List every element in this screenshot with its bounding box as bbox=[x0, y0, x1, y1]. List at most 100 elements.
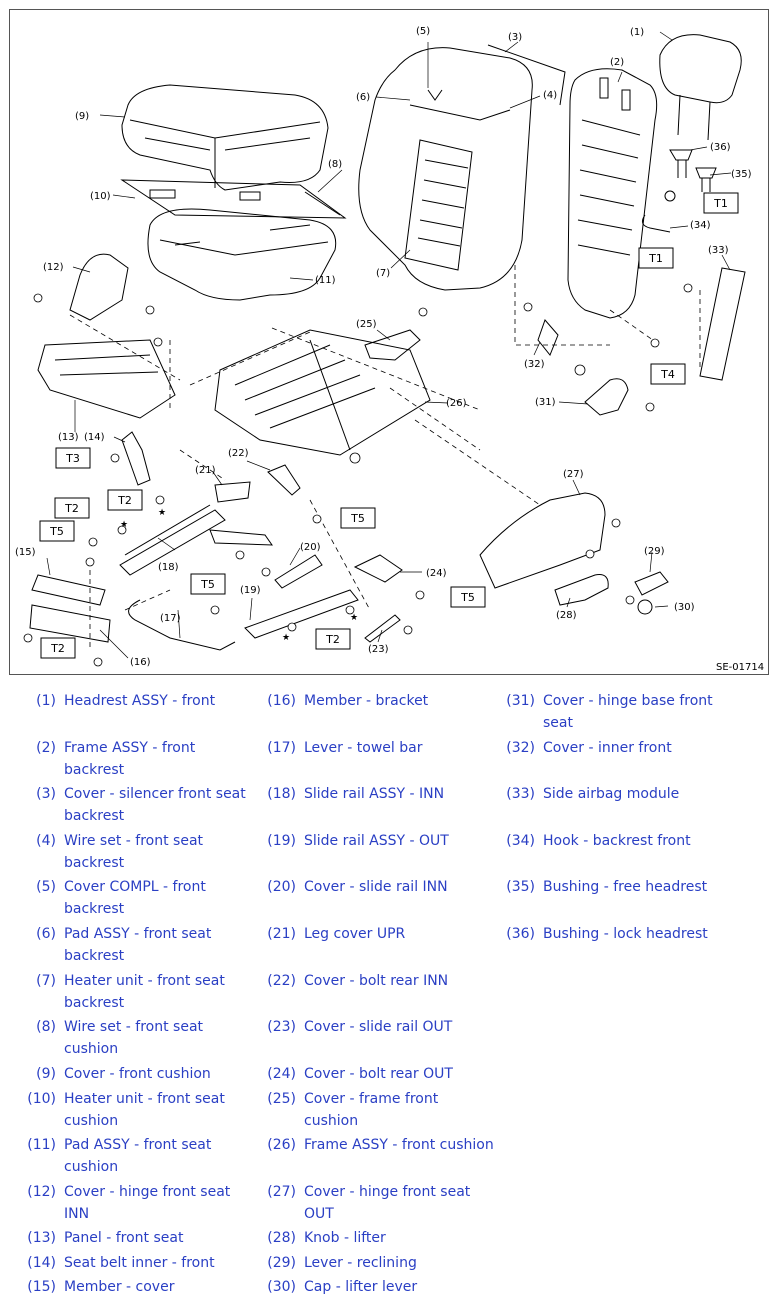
legend-item-line: Cover - inner front bbox=[543, 740, 672, 756]
legend-item-number: (8) bbox=[36, 1019, 56, 1035]
legend-item-line: Panel - front seat bbox=[64, 1230, 184, 1246]
legend-item-line: Cover - silencer front seat bbox=[64, 786, 246, 802]
legend-item-line: Member - cover bbox=[64, 1279, 175, 1295]
legend-item-number: (34) bbox=[506, 833, 535, 849]
callout-11: (11) bbox=[315, 275, 336, 286]
legend-item-line: Lever - reclining bbox=[304, 1255, 417, 1271]
figure-code: SE-01714 bbox=[716, 662, 764, 673]
legend-item-line: Cover - slide rail OUT bbox=[304, 1019, 453, 1035]
callout-19: (19) bbox=[240, 585, 261, 596]
legend-item-number: (22) bbox=[267, 973, 296, 989]
legend-item-line: cushion bbox=[64, 1041, 119, 1057]
legend-item-line: Bushing - free headrest bbox=[543, 879, 708, 895]
hinge-out-part bbox=[479, 492, 606, 589]
legend-item-line: Pad ASSY - front seat bbox=[64, 1137, 212, 1153]
cushion-frame-part bbox=[214, 329, 431, 456]
legend-item-number: (9) bbox=[36, 1066, 56, 1082]
callout-34: (34) bbox=[690, 220, 711, 231]
legend-item-line: Cap - lifter lever bbox=[304, 1279, 418, 1295]
legend-item-line: Cover - hinge base front bbox=[543, 693, 713, 709]
legend-item-number: (13) bbox=[27, 1230, 56, 1246]
legend-item-number: (5) bbox=[36, 879, 56, 895]
legend-item-line: backrest bbox=[64, 808, 125, 824]
callout-27: (27) bbox=[563, 469, 584, 480]
legend-item-number: (19) bbox=[267, 833, 296, 849]
callout-16: (16) bbox=[130, 657, 151, 668]
legend-item-label: Cover - inner front bbox=[543, 737, 672, 759]
callout-6: (6) bbox=[356, 92, 370, 103]
legend-item-number: (17) bbox=[267, 740, 296, 756]
legend-item-number: (15) bbox=[27, 1279, 56, 1295]
legend-item-label: Knob - lifter bbox=[304, 1227, 386, 1249]
legend-item-number: (16) bbox=[267, 693, 296, 709]
legend-item-line: Member - bracket bbox=[304, 693, 429, 709]
legend-item-line: Headrest ASSY - front bbox=[64, 693, 216, 709]
legend-item-line: backrest bbox=[64, 762, 125, 778]
legend-item-line: Hook - backrest front bbox=[543, 833, 691, 849]
legend-item-number: (10) bbox=[27, 1091, 56, 1107]
legend-item-line: Frame ASSY - front cushion bbox=[304, 1137, 494, 1153]
diagram-drawing: ★ ★ ★ ★ (1) (2) (3) (4) (5) (6) (7) (8) … bbox=[15, 26, 764, 673]
legend-item-line: INN bbox=[64, 1206, 90, 1222]
callout-24: (24) bbox=[426, 568, 447, 579]
torque-box-t2: T2 bbox=[50, 642, 65, 655]
legend-item-number: (31) bbox=[506, 693, 535, 709]
legend-item-label: Cover - bolt rear OUT bbox=[304, 1063, 453, 1085]
callout-31: (31) bbox=[535, 397, 556, 408]
legend-item-number: (2) bbox=[36, 740, 56, 756]
star-mark: ★ bbox=[120, 520, 128, 530]
legend-item-number: (36) bbox=[506, 926, 535, 942]
callout-23: (23) bbox=[368, 644, 389, 655]
torque-box-t5: T5 bbox=[200, 578, 215, 591]
legend-item-number: (29) bbox=[267, 1255, 296, 1271]
legend-item-label: Bushing - lock headrest bbox=[543, 923, 708, 945]
legend-item-label: Cover - slide rail INN bbox=[304, 876, 448, 898]
legend-item-label: Member - bracket bbox=[304, 690, 428, 712]
legend-item-line: Knob - lifter bbox=[304, 1230, 386, 1246]
hinge-inn-part bbox=[69, 253, 129, 321]
star-mark: ★ bbox=[350, 613, 358, 623]
legend-item-number: (33) bbox=[506, 786, 535, 802]
legend-item-label: Leg cover UPR bbox=[304, 923, 405, 945]
legend-item-label: Slide rail ASSY - INN bbox=[304, 783, 444, 805]
callout-1: (1) bbox=[630, 27, 644, 38]
callout-17: (17) bbox=[160, 613, 181, 624]
legend-item-label: Bushing - free headrest bbox=[543, 876, 707, 898]
legend-item-number: (14) bbox=[27, 1255, 56, 1271]
legend-item-number: (35) bbox=[506, 879, 535, 895]
legend-item-line: Cover - bolt rear INN bbox=[304, 973, 449, 989]
torque-box-t5: T5 bbox=[460, 591, 475, 604]
legend-item-number: (28) bbox=[267, 1230, 296, 1246]
legend-item-line: seat bbox=[543, 715, 573, 731]
legend-item-line: Leg cover UPR bbox=[304, 926, 406, 942]
callout-21: (21) bbox=[195, 465, 216, 476]
legend-item-line: Slide rail ASSY - OUT bbox=[304, 833, 449, 849]
legend-item-line: backrest bbox=[64, 948, 125, 964]
legend-item-number: (11) bbox=[27, 1137, 56, 1153]
callout-5: (5) bbox=[416, 26, 430, 37]
legend-item-line: backrest bbox=[64, 901, 125, 917]
callout-2: (2) bbox=[610, 57, 624, 68]
legend-item-line: cushion bbox=[64, 1159, 119, 1175]
legend-item-number: (4) bbox=[36, 833, 56, 849]
callout-26: (26) bbox=[446, 398, 467, 409]
torque-box-t5: T5 bbox=[350, 512, 365, 525]
torque-box-t2: T2 bbox=[64, 502, 79, 515]
legend-item-line: Cover - hinge front seat bbox=[64, 1184, 231, 1200]
legend-item-number: (26) bbox=[267, 1137, 296, 1153]
star-mark: ★ bbox=[282, 633, 290, 643]
legend-item-line: Wire set - front seat bbox=[64, 833, 204, 849]
callout-14: (14) bbox=[84, 432, 105, 443]
callout-25: (25) bbox=[356, 319, 377, 330]
legend-item-line: cushion bbox=[64, 1113, 119, 1129]
legend-item-line: Cover - front cushion bbox=[64, 1066, 211, 1082]
legend-item-line: Slide rail ASSY - INN bbox=[304, 786, 445, 802]
legend-item-label: Frame ASSY - front cushion bbox=[304, 1134, 494, 1156]
legend-item-number: (12) bbox=[27, 1184, 56, 1200]
callout-33: (33) bbox=[708, 245, 729, 256]
legend-item-label: Cover - silencer front seat backrest bbox=[64, 783, 246, 827]
callout-29: (29) bbox=[644, 546, 665, 557]
callout-8: (8) bbox=[328, 159, 342, 170]
